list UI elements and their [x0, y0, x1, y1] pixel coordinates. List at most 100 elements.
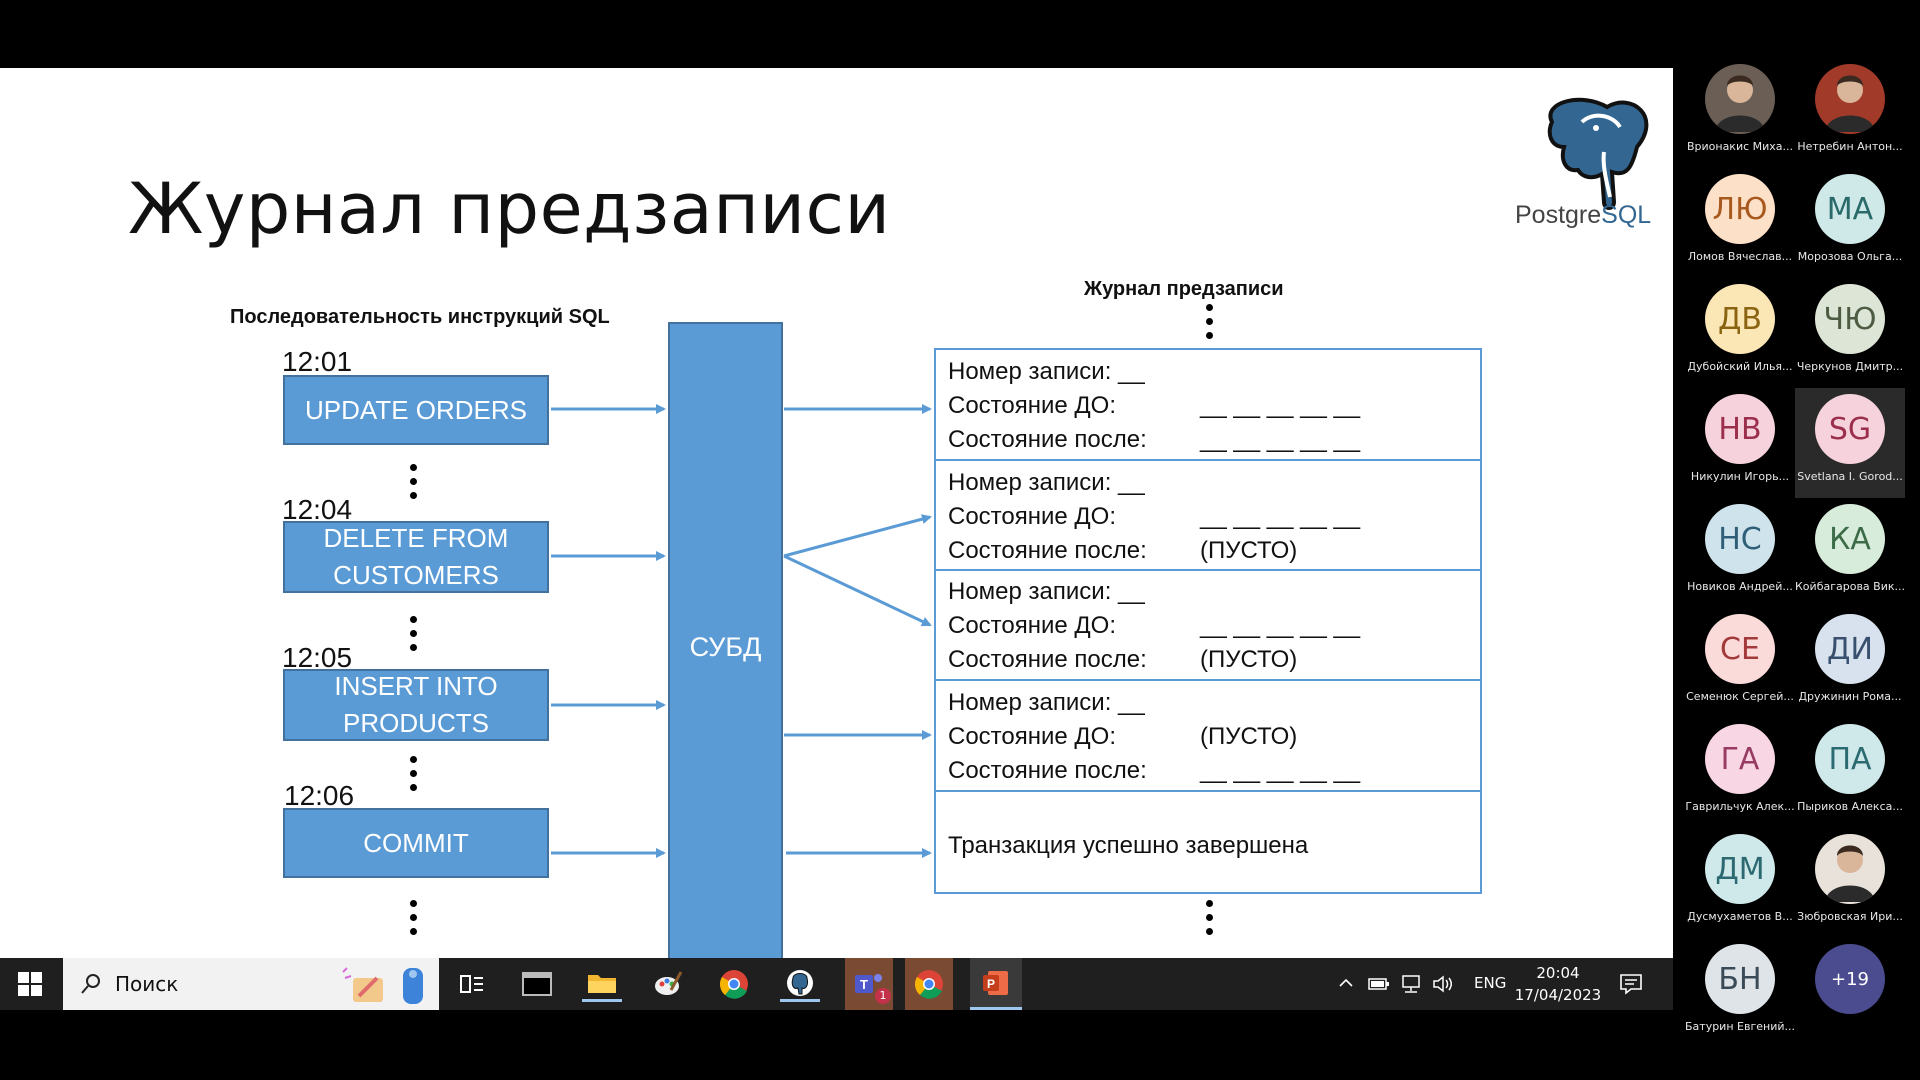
participant-avatar: БН	[1705, 944, 1775, 1014]
chrome-icon[interactable]	[905, 958, 953, 1010]
log-header: Журнал предзаписи	[1084, 278, 1284, 300]
taskbar-clock[interactable]: 20:04 17/04/2023	[1514, 964, 1602, 1004]
participant-tile[interactable]: ЛЮ Ломов Вячеслав...	[1685, 168, 1795, 278]
postgresql-pgadmin-icon[interactable]	[780, 966, 820, 1002]
log-entry-commit: Транзакция успешно завершена	[948, 832, 1309, 859]
instruction-box-delete: DELETE FROM CUSTOMERS	[283, 521, 549, 593]
participant-photo-avatar	[1815, 834, 1885, 904]
participant-name: Никулин Игорь...	[1690, 470, 1790, 483]
participant-avatar: ДМ	[1705, 834, 1775, 904]
teams-icon[interactable]: T 1	[845, 958, 893, 1010]
windows-start-icon[interactable]	[18, 972, 42, 996]
file-explorer-icon[interactable]	[582, 966, 622, 1002]
participant-name: Нетребин Антон...	[1797, 140, 1903, 153]
participant-avatar: НС	[1705, 504, 1775, 574]
task-view-icon[interactable]	[452, 966, 492, 1002]
participant-avatar: ЛЮ	[1705, 174, 1775, 244]
participant-avatar: ДИ	[1815, 614, 1885, 684]
participant-avatar: СЕ	[1705, 614, 1775, 684]
participant-name: Черкунов Дмитр...	[1796, 360, 1904, 373]
instruction-time: 12:05	[282, 642, 353, 673]
network-icon[interactable]	[1400, 974, 1422, 994]
participant-name: Дубойский Илья...	[1687, 360, 1793, 373]
paint-icon[interactable]	[648, 966, 688, 1002]
postgresql-logo-text: PostgreSQL	[1515, 201, 1652, 229]
instruction-time: 12:06	[284, 780, 355, 811]
participant-avatar: SG	[1815, 394, 1885, 464]
ellipsis-dots	[1206, 304, 1214, 346]
participant-name: Ломов Вячеслав...	[1687, 250, 1793, 263]
terminal-icon[interactable]	[517, 966, 557, 1002]
battery-icon[interactable]	[1368, 974, 1390, 992]
participant-tile[interactable]: ГА Гаврильчук Алек...	[1685, 718, 1795, 828]
participants-panel: Врионакис Миха...Нетребин Антон... ЛЮ Ломо…	[1673, 52, 1920, 1042]
participant-avatar: ЧЮ	[1815, 284, 1885, 354]
person-photo-icon	[1825, 845, 1875, 902]
instruction-box-commit: COMMIT	[283, 808, 549, 878]
participant-tile[interactable]: ДМ Дусмухаметов В...	[1685, 828, 1795, 938]
instruction-time: 12:04	[282, 494, 353, 525]
participant-name: Койбагарова Вик...	[1795, 580, 1905, 593]
log-entry: Номер записи: __ Состояние ДО: __ __ __ …	[936, 571, 1480, 681]
log-entry: Номер записи: __ Состояние ДО: __ __ __ …	[936, 461, 1480, 571]
flow-arrows	[551, 404, 932, 858]
participant-name: Врионакис Миха...	[1686, 140, 1794, 153]
participant-tile[interactable]: Нетребин Антон...	[1795, 58, 1905, 168]
teams-notification-badge: 1	[875, 988, 891, 1004]
participant-avatar: ДВ	[1705, 284, 1775, 354]
ellipsis-dots	[1206, 900, 1214, 942]
participant-name: Дусмухаметов В...	[1687, 910, 1793, 923]
participant-avatar: ПА	[1815, 724, 1885, 794]
participant-tile[interactable]: ЧЮ Черкунов Дмитр...	[1795, 278, 1905, 388]
participant-name: Новиков Андрей...	[1687, 580, 1793, 593]
participant-tile[interactable]: ДВ Дубойский Илья...	[1685, 278, 1795, 388]
participant-tile[interactable]: КА Койбагарова Вик...	[1795, 498, 1905, 608]
powerpoint-icon[interactable]: P	[970, 958, 1022, 1010]
volume-icon[interactable]	[1432, 974, 1454, 994]
participant-avatar: ГА	[1705, 724, 1775, 794]
more-participants-button[interactable]: +19	[1795, 938, 1905, 1048]
participant-name: Морозова Ольга...	[1797, 250, 1903, 263]
participant-name: Семенюк Сергей...	[1686, 690, 1794, 703]
participant-tile[interactable]: Врионакис Миха...	[1685, 58, 1795, 168]
participant-name: Svetlana I. Gorod...	[1797, 470, 1903, 483]
participant-name: Гаврильчук Алек...	[1685, 800, 1795, 813]
postgresql-elephant-logo	[1547, 97, 1649, 210]
search-icon	[81, 974, 100, 994]
search-placeholder: Поиск	[115, 972, 179, 996]
taskbar-search-box[interactable]: Поиск	[63, 958, 439, 1010]
chevron-up-icon[interactable]	[1338, 976, 1354, 990]
svg-text:T: T	[860, 977, 868, 992]
slide-title: Журнал предзаписи	[128, 168, 891, 250]
participant-avatar: КА	[1815, 504, 1885, 574]
notification-center-icon[interactable]	[1619, 972, 1643, 996]
ellipsis-dots	[410, 616, 418, 658]
ellipsis-dots	[410, 464, 418, 506]
instruction-box-insert: INSERT INTO PRODUCTS	[283, 669, 549, 741]
chrome-icon[interactable]	[714, 966, 754, 1002]
participant-name: Дружинин Рома...	[1798, 690, 1902, 703]
participant-name: Батурин Евгений...	[1685, 1020, 1795, 1033]
participant-photo-avatar	[1815, 64, 1885, 134]
participant-tile[interactable]: ДИ Дружинин Рома...	[1795, 608, 1905, 718]
participant-tile[interactable]: НВ Никулин Игорь...	[1685, 388, 1795, 498]
instruction-time: 12:01	[282, 346, 353, 377]
participant-name: Зюбровская Ири...	[1797, 910, 1903, 923]
participant-avatar: НВ	[1705, 394, 1775, 464]
participant-photo-avatar	[1705, 64, 1775, 134]
ellipsis-dots	[410, 756, 418, 798]
instruction-box-update: UPDATE ORDERS	[283, 375, 549, 445]
participant-tile[interactable]: СЕ Семенюк Сергей...	[1685, 608, 1795, 718]
ellipsis-dots	[410, 900, 418, 942]
log-entry: Номер записи: __ Состояние ДО: __ __ __ …	[936, 350, 1480, 461]
dbms-block: СУБД	[668, 322, 783, 958]
language-indicator[interactable]: ENG	[1474, 974, 1507, 992]
participant-tile[interactable]: НС Новиков Андрей...	[1685, 498, 1795, 608]
participant-tile[interactable]: БН Батурин Евгений...	[1685, 938, 1795, 1048]
participant-tile[interactable]: SG Svetlana I. Gorod...	[1795, 388, 1905, 498]
log-entry: Номер записи: __ Состояние ДО: (ПУСТО) С…	[936, 681, 1480, 792]
windows-taskbar: Поиск T 1 P ENG	[0, 958, 1673, 1010]
participant-tile[interactable]: Зюбровская Ири...	[1795, 828, 1905, 938]
